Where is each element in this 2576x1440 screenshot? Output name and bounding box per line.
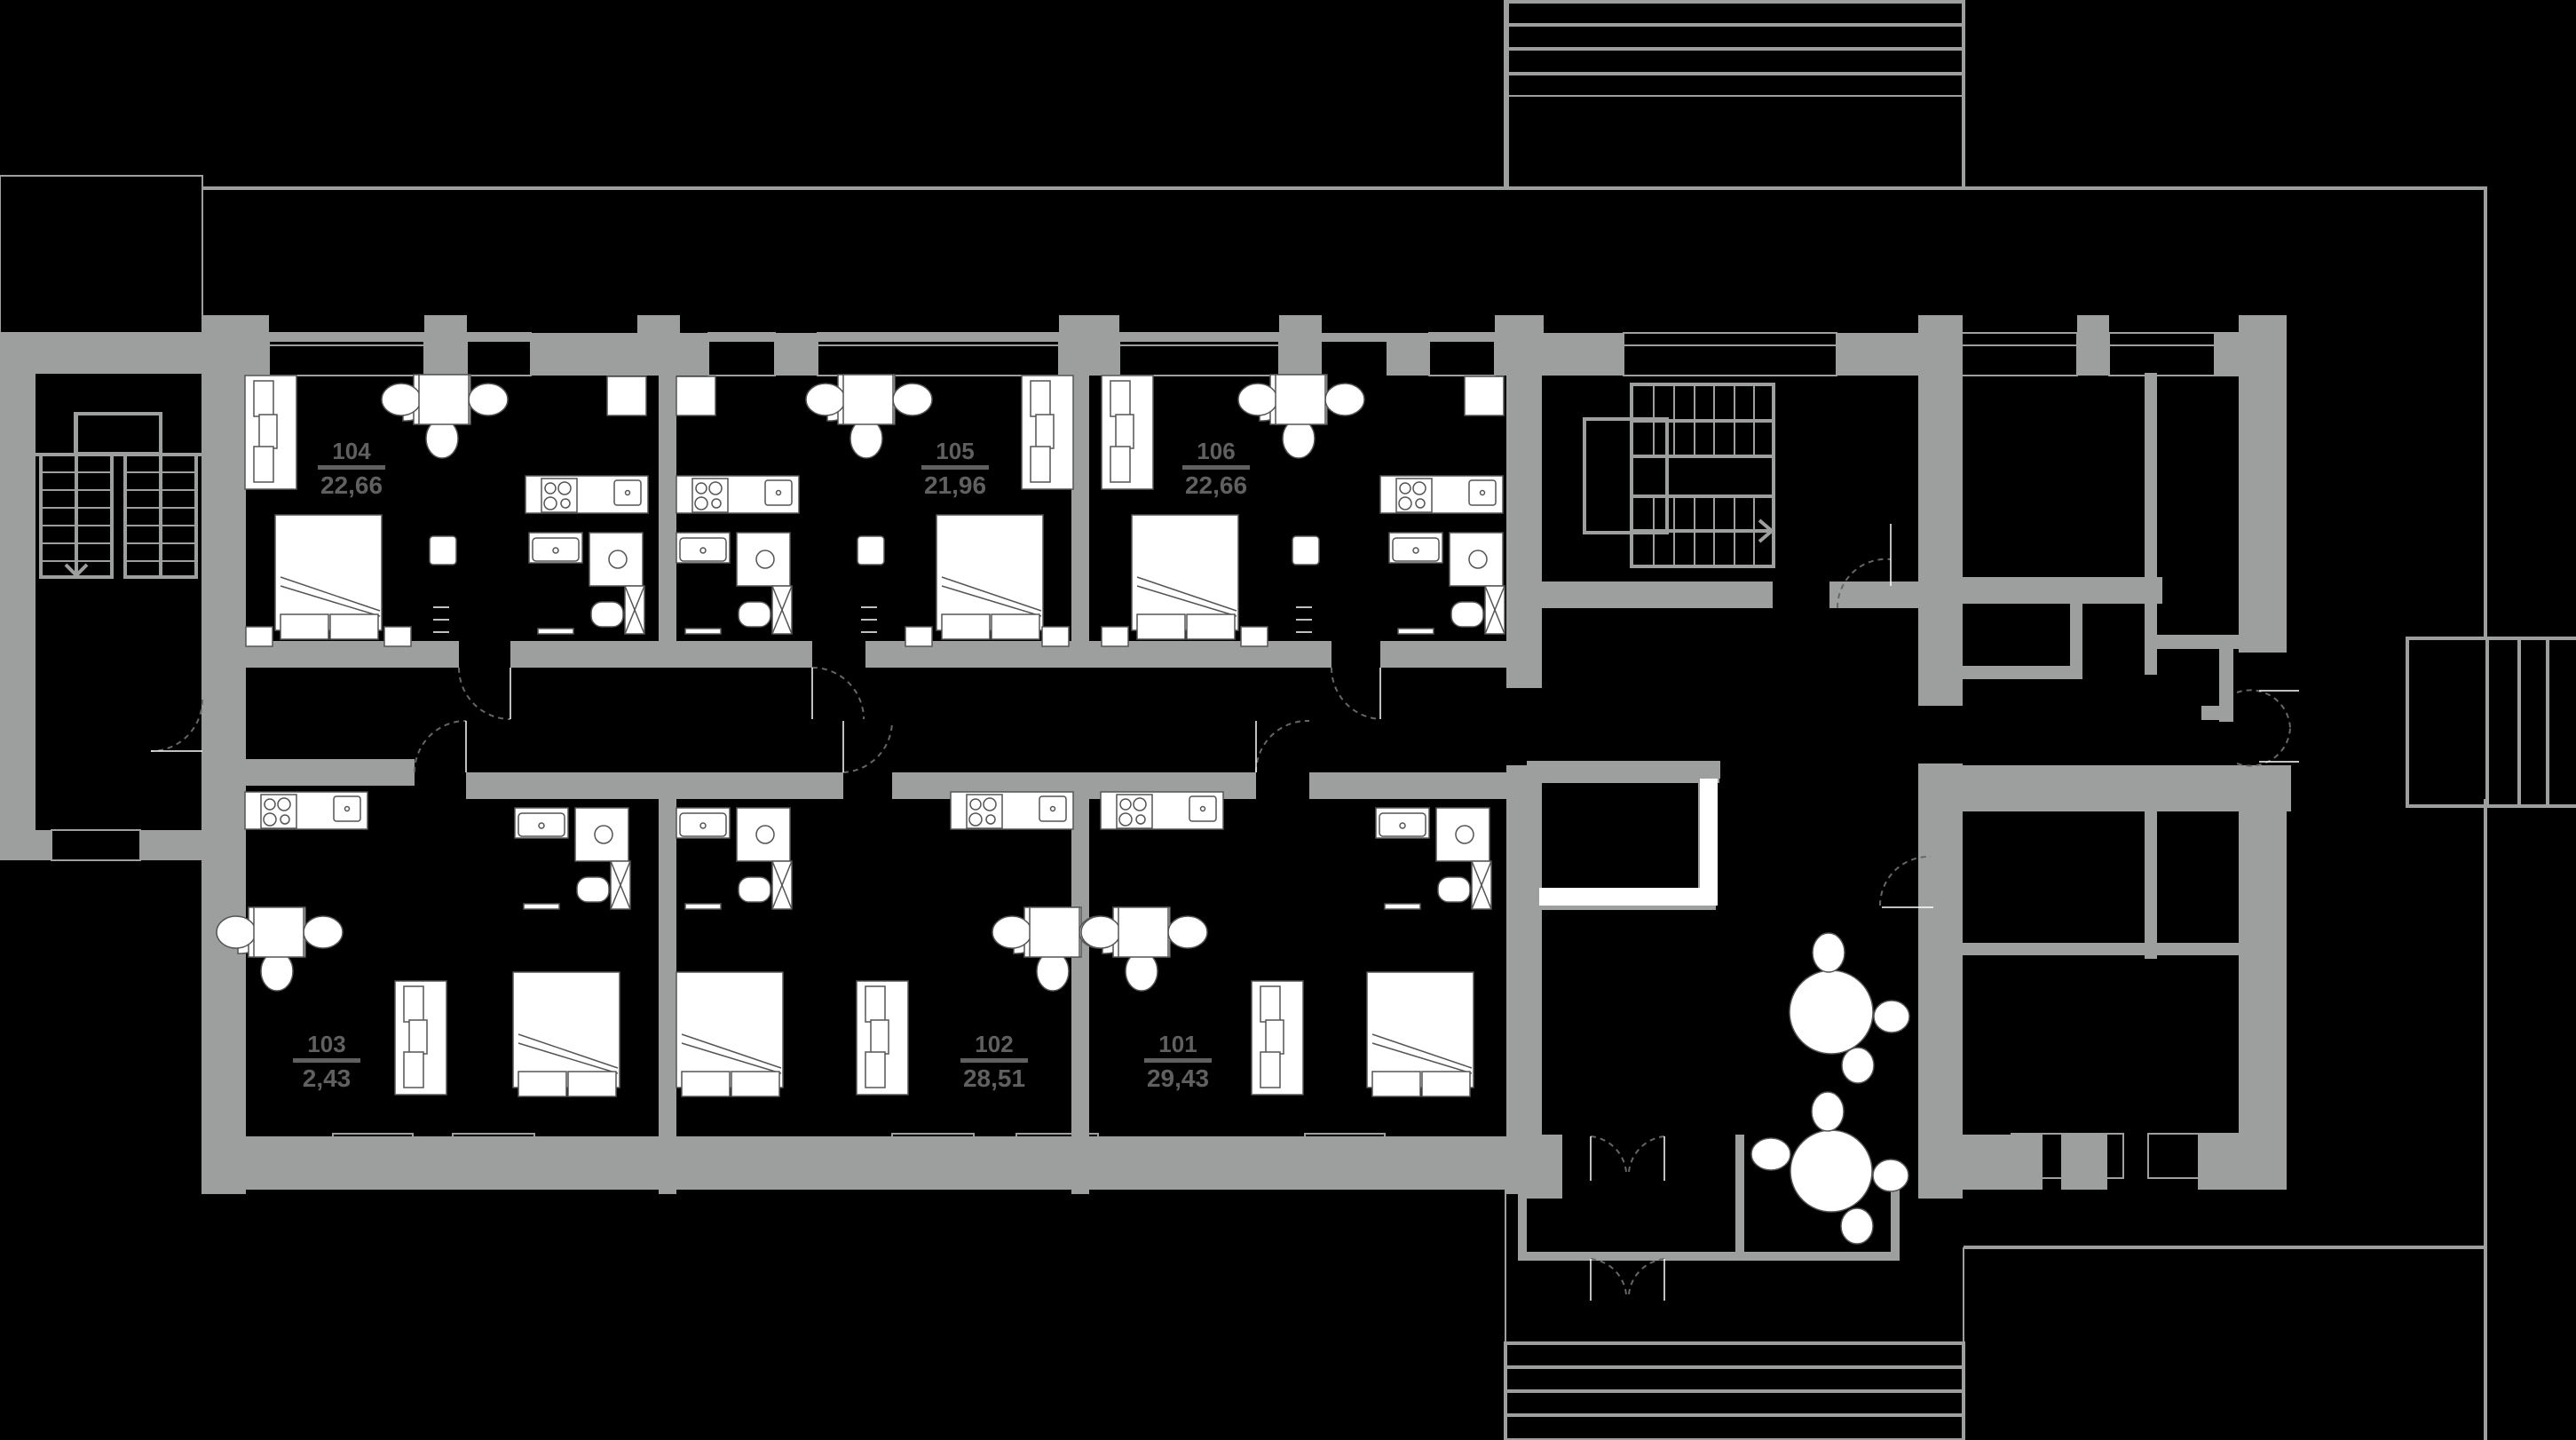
unit-area: 29,43 [1146,1064,1210,1092]
central-staircase [1583,383,1775,568]
lobby-counter [1527,761,1720,906]
label-divider [1182,465,1250,470]
arrow-right-icon [1758,518,1775,543]
label-divider [318,465,385,470]
left-staircase [36,412,201,579]
unit-number: 105 [936,438,975,464]
label-divider [1144,1058,1212,1063]
arrow-down-icon [64,563,89,578]
unit-area: 22,66 [320,471,383,499]
doors [150,524,2299,1301]
unit-label-104: 104 22,66 [289,439,414,499]
unit-number: 104 [332,438,371,464]
bottom-steps [1504,1190,1965,1440]
unit-label-101: 101 29,43 [1116,1032,1240,1092]
right-steps [2406,637,2576,808]
unit-number: 106 [1197,438,1236,464]
left-outline-box [0,175,203,334]
unit-105[interactable] [676,374,1074,647]
unit-number: 103 [307,1031,346,1057]
windows-bottom [51,829,2240,1179]
unit-number: 101 [1158,1031,1197,1057]
unit-label-106: 106 22,66 [1154,439,1278,499]
label-divider [293,1058,360,1063]
unit-area: 2,43 [302,1064,352,1092]
lobby-table-1 [1789,932,1910,1084]
unit-area: 28,51 [962,1064,1026,1092]
unit-area: 21,96 [923,471,987,499]
unit-number: 102 [975,1031,1014,1057]
unit-label-105: 105 21,96 [893,439,1017,499]
label-divider [921,465,989,470]
unit-area: 22,66 [1184,471,1248,499]
top-steps [1504,0,1965,190]
windows-top [268,332,2240,376]
label-divider [960,1058,1028,1063]
unit-106[interactable] [1101,374,1505,647]
unit-label-103: 103 2,43 [265,1032,389,1092]
site-outline [0,0,2487,1440]
lobby-table-2 [1750,1091,1909,1245]
unit-label-102: 102 28,51 [932,1032,1056,1092]
unit-104[interactable] [244,374,649,647]
